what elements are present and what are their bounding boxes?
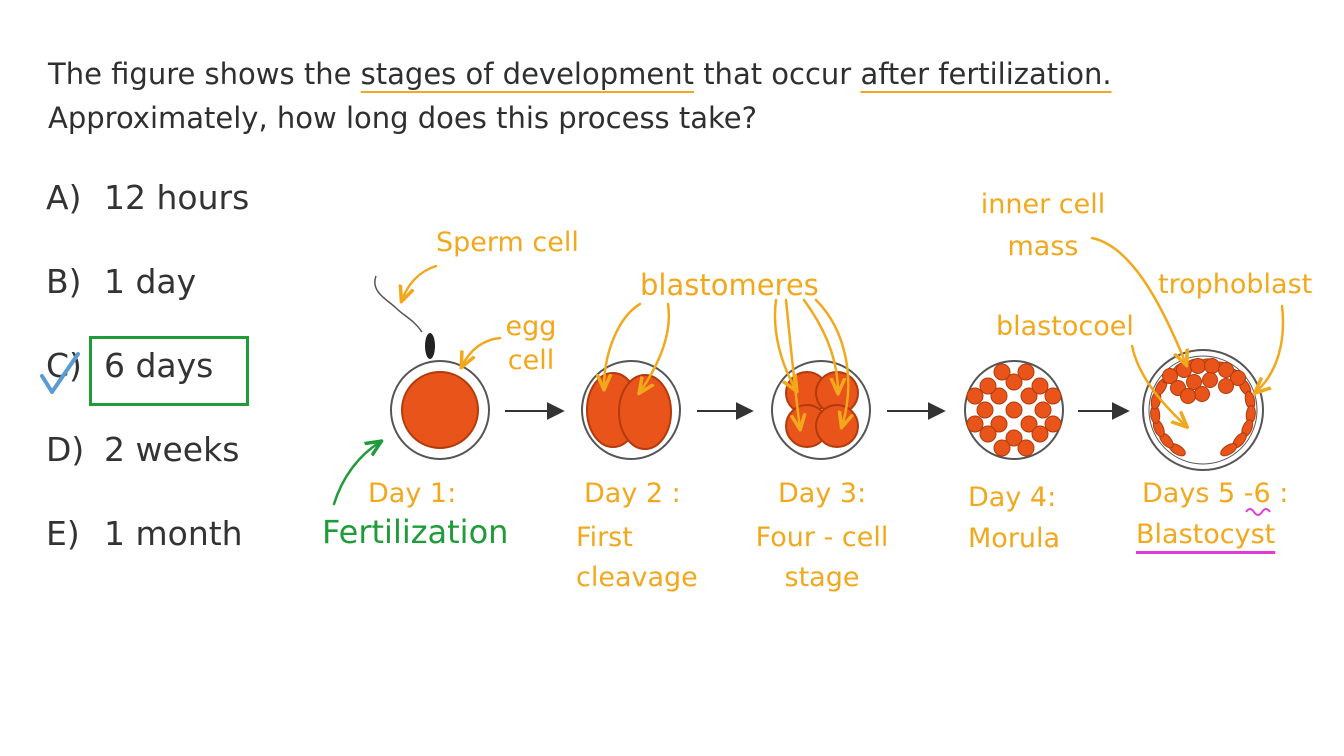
morula-cell (990, 387, 1008, 405)
sperm-tail (374, 275, 423, 333)
blastocoel-label: blastocoel (996, 311, 1134, 342)
morula-cell (966, 387, 984, 405)
underlined-phrase: after fertilization. (860, 57, 1112, 91)
inner-cell-mass-cell (1162, 368, 1178, 384)
choice-letter: D) (46, 430, 85, 469)
stage-3-day: Day 3: (778, 478, 867, 509)
morula-cell (966, 415, 984, 433)
inner-cell-mass-cell (1218, 378, 1234, 394)
choice-text: 12 hours (104, 178, 250, 217)
sperm-head (425, 333, 435, 359)
correct-answer-box (89, 336, 249, 406)
stage-2-day: Day 2 : (584, 478, 681, 509)
inner-cell-mass-cell (1186, 374, 1202, 390)
checkmark-icon (40, 352, 80, 394)
blastomere-arrow (814, 298, 848, 426)
blastocoel-arrow (1130, 344, 1186, 426)
choice-b[interactable]: B) 1 day (46, 262, 196, 301)
trophoblast-label: trophoblast (1158, 269, 1313, 300)
morula-cell (1005, 429, 1023, 447)
choice-c[interactable]: C) 6 days (46, 346, 213, 385)
sperm-cell-label: Sperm cell (436, 227, 579, 258)
inner-cell-mass-cell (1202, 372, 1218, 388)
stage-4-morula (964, 360, 1064, 460)
sperm-label-arrow (402, 264, 438, 300)
inner-cell-mass-cell (1218, 362, 1234, 378)
morula-cell (976, 401, 994, 419)
stage-2-name: First cleavage (576, 522, 698, 593)
stage-5-day: Days 5 -6 : (1142, 478, 1289, 509)
inner-cell-mass-cell (1230, 370, 1246, 386)
stage-1-name: Fertilization (322, 513, 509, 551)
morula-cell (990, 415, 1008, 433)
choice-letter: B) (46, 262, 82, 301)
stage-2-two-cell (581, 360, 681, 460)
morula-cell (979, 377, 997, 395)
choice-d[interactable]: D) 2 weeks (46, 430, 239, 469)
stage-1-day: Day 1: (368, 478, 457, 509)
inner-cell-mass-cell (1204, 358, 1220, 374)
stage-5-name: Blastocyst (1136, 519, 1276, 550)
morula-cell (1031, 425, 1049, 443)
morula-cell (993, 363, 1011, 381)
morula-cell (1005, 401, 1023, 419)
trophoblast-arrow (1256, 304, 1285, 392)
stage-3-name: Four - cell stage (755, 522, 889, 593)
blastomere-arrow (640, 302, 671, 392)
inner-cell-mass-label: inner cell mass (980, 189, 1106, 262)
inner-cell-mass-arrow (1090, 236, 1186, 364)
stage-3-four-cell (771, 360, 871, 460)
morula-cell (1017, 363, 1035, 381)
stage-5-blastocyst (1142, 349, 1264, 471)
morula-cell (1044, 387, 1062, 405)
choice-letter: C) (46, 346, 82, 385)
trophoblast-cell (1220, 443, 1238, 457)
choice-e[interactable]: E) 1 month (46, 514, 243, 553)
highlight-squiggle (1245, 508, 1271, 516)
morula-cell (979, 425, 997, 443)
morula-cell (1020, 387, 1038, 405)
question-text-part: that occur (703, 57, 852, 91)
blastomere-arrow (773, 298, 796, 390)
stage-4-day: Day 4: (968, 482, 1057, 513)
inner-cell-mass-cell (1180, 388, 1196, 404)
blastomeres-label: blastomeres (640, 268, 819, 302)
blastomere-arrow (784, 298, 800, 428)
choice-text: 1 month (104, 514, 243, 553)
inner-cell-mass-cell (1194, 386, 1210, 402)
question-text: The figure shows the stages of developme… (48, 52, 1318, 140)
inner-cell-mass-cell (1190, 358, 1206, 374)
choice-text: 1 day (104, 262, 197, 301)
stage-1-egg (374, 275, 490, 460)
blastomere-arrow (802, 298, 838, 392)
morula-cell (1044, 415, 1062, 433)
morula-cell (1034, 401, 1052, 419)
choice-letter: A) (46, 178, 82, 217)
morula-cell (1020, 415, 1038, 433)
choice-text: 6 days (104, 346, 214, 385)
morula-cell (1005, 373, 1023, 391)
question-text-part: The figure shows the (48, 57, 352, 91)
egg-label-arrow (462, 336, 502, 366)
question-line-2: Approximately, how long does this proces… (48, 101, 758, 135)
question-line-1: The figure shows the stages of developme… (48, 52, 1318, 96)
egg-cell-label: egg cell (505, 311, 557, 376)
morula-cell (1017, 439, 1035, 457)
choice-a[interactable]: A) 12 hours (46, 178, 249, 217)
morula-cell (1031, 377, 1049, 395)
stage-4-name: Morula (968, 523, 1061, 554)
choice-letter: E) (46, 514, 80, 553)
fertilization-arrow (332, 442, 380, 506)
choice-text: 2 weeks (104, 430, 240, 469)
morula-cell (993, 439, 1011, 457)
underlined-phrase: stages of development (360, 57, 694, 91)
blastomere-arrow (604, 302, 642, 388)
inner-cell-mass-cell (1176, 362, 1192, 378)
